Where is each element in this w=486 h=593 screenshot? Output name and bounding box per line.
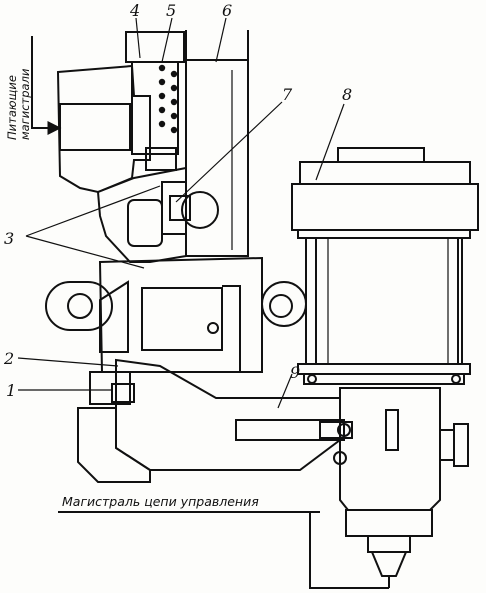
control-line <box>58 511 389 589</box>
control-line-caption: Магистраль цепи управления <box>62 494 259 509</box>
part-label-9: 9 <box>290 363 300 382</box>
part-label-3: 3 <box>4 229 14 248</box>
valve-body <box>96 166 219 263</box>
part-label-4: 4 <box>129 1 140 20</box>
leader-lines <box>17 17 345 409</box>
part-label-2: 2 <box>3 349 14 368</box>
valve-spring <box>145 64 178 171</box>
part-label-7: 7 <box>282 85 293 104</box>
base-plate <box>77 358 353 483</box>
supply-lines-caption-line-1: Питающие <box>5 75 19 140</box>
lower-housing <box>45 256 307 373</box>
actuator-cylinder-8 <box>291 147 479 385</box>
part-label-6: 6 <box>222 1 232 20</box>
supply-cover-block <box>56 64 151 194</box>
part-label-1: 1 <box>6 381 16 400</box>
valve-cap <box>125 31 185 155</box>
control-valve-body <box>339 387 469 588</box>
part-label-8: 8 <box>342 85 352 104</box>
part-label-5: 5 <box>166 1 176 20</box>
supply-lines-caption: Питающие магистрали <box>5 68 32 140</box>
supply-lines-caption-line-2: магистрали <box>18 68 32 140</box>
supply-inlet-arrow <box>31 36 62 135</box>
